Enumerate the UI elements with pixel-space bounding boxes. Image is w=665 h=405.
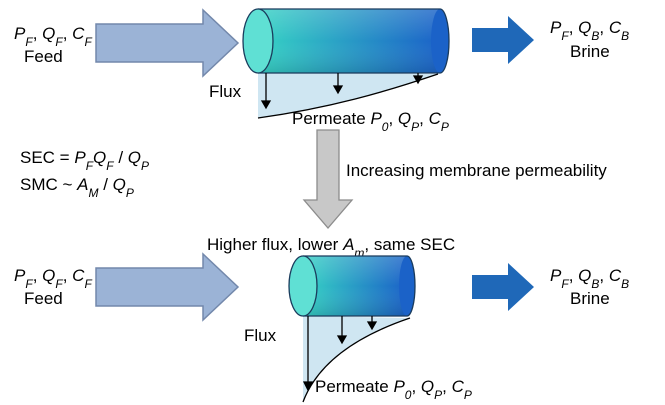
bottom-permeate-region xyxy=(303,316,410,402)
bottom-feed-label: Feed xyxy=(24,289,63,308)
bottom-membrane-cylinder xyxy=(288,255,416,317)
top-feed-arrow xyxy=(96,10,238,76)
smc-equation: SMC ~ AM / QP xyxy=(20,175,134,200)
top-brine-variables: PF, QB, CB xyxy=(550,18,629,43)
top-flux-label: Flux xyxy=(209,82,242,101)
top-membrane-cylinder xyxy=(242,8,450,74)
top-flux-arrows xyxy=(260,73,424,110)
bottom-permeate-label: Permeate P0, QP, CP xyxy=(315,377,472,402)
higher-flux-caption: Higher flux, lower Am, same SEC xyxy=(207,235,455,260)
top-cylinder-cap xyxy=(242,8,274,74)
increasing-permeability-arrow xyxy=(304,130,352,228)
bottom-cylinder-cap xyxy=(288,255,318,317)
top-brine-arrow xyxy=(472,16,534,64)
top-permeate-label: Permeate P0, QP, CP xyxy=(292,109,449,134)
sec-equation: SEC = PFQF / QP xyxy=(20,148,149,173)
bottom-brine-label: Brine xyxy=(570,289,610,308)
bottom-brine-variables: PF, QB, CB xyxy=(550,266,629,291)
bottom-module: PF, QF, CF Feed Flux Permeate P0, QP, CP xyxy=(14,252,629,403)
top-feed-label: Feed xyxy=(24,47,63,66)
bottom-flux-label: Flux xyxy=(244,326,277,345)
top-feed-variables: PF, QF, CF xyxy=(14,24,92,49)
top-brine-label: Brine xyxy=(570,42,610,61)
top-permeate-region xyxy=(258,72,438,118)
increasing-permeability-label: Increasing membrane permeability xyxy=(346,161,607,180)
bottom-feed-arrow xyxy=(96,254,238,320)
bottom-flux-arrows xyxy=(302,316,378,392)
middle-section: SEC = PFQF / QP SMC ~ AM / QP Increasing… xyxy=(20,129,607,260)
bottom-feed-variables: PF, QF, CF xyxy=(14,266,92,291)
bottom-brine-arrow xyxy=(472,263,534,311)
top-module: PF, QF, CF Feed Flux Permeate P0, QP, CP xyxy=(14,8,629,134)
